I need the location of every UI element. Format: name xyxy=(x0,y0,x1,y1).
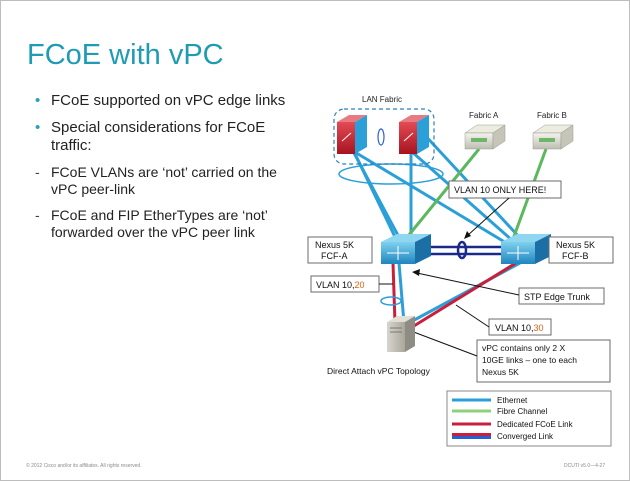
vlan10-only-callout xyxy=(448,180,562,199)
arrowhead-icon xyxy=(412,269,420,276)
fcoe-link xyxy=(391,262,397,324)
nexus-b-label-line2: FCF-B xyxy=(562,251,589,261)
legend-swatch-converged xyxy=(452,436,491,439)
vlan-left-prefix: VLAN 10, xyxy=(316,280,355,290)
lan-switch-icon xyxy=(399,115,429,154)
slide-title: FCoE with vPC xyxy=(27,39,224,71)
lan-switch-arrows xyxy=(341,132,414,142)
vpc-note-line1: vPC contains only 2 X xyxy=(482,343,565,353)
fcoe-links xyxy=(391,261,517,331)
nexus-a-label-line2: FCF-A xyxy=(321,251,348,261)
vpc-note-box xyxy=(476,339,611,383)
topology-caption: Direct Attach vPC Topology xyxy=(327,366,431,376)
callout-arrow xyxy=(416,272,520,296)
bullet-dot-icon: • xyxy=(35,119,41,136)
ethernet-link xyxy=(397,262,406,324)
lan-fabric-box xyxy=(333,108,435,165)
sub-bullet-item: - FCoE and FIP EtherTypes are ‘not’ forw… xyxy=(35,207,305,241)
footer-copyright: © 2012 Cisco and/or its affiliates. All … xyxy=(26,463,142,469)
vlan10-only-text: VLAN 10 ONLY HERE! xyxy=(454,185,546,195)
stp-edge-box xyxy=(518,287,605,305)
vpc-note-line2: 10GE links – one to each xyxy=(482,355,577,365)
dash-icon: - xyxy=(35,164,40,180)
bullet-list: • FCoE supported on vPC edge links • Spe… xyxy=(35,92,305,250)
nexus-b-label-line1: Nexus 5K xyxy=(556,240,595,250)
sub-bullet-item: - FCoE VLANs are ‘not’ carried on the vP… xyxy=(35,164,305,198)
vpc-note-line3: Nexus 5K xyxy=(482,367,519,377)
sub-bullet-text: FCoE VLANs are ‘not’ carried on the vPC … xyxy=(51,164,277,197)
fabric-a-label: Fabric A xyxy=(469,111,499,120)
callout-arrow xyxy=(410,330,478,357)
arrowhead-icon xyxy=(464,231,471,239)
bullet-text: Special considerations for FCoE traffic: xyxy=(51,119,266,154)
nexus-a-label-box xyxy=(307,236,373,264)
footer-slide-id: DCUTI v5.0—4-27 xyxy=(564,463,606,469)
vlan-right-suffix: 30 xyxy=(534,323,544,333)
vlan-right-text: VLAN 10,30 xyxy=(495,323,544,333)
bullet-item: • FCoE supported on vPC edge links xyxy=(35,92,305,110)
fcoe-link xyxy=(408,261,517,331)
vlan-left-suffix: 20 xyxy=(355,280,365,290)
lan-fabric-label: LAN Fabric xyxy=(362,95,402,104)
fabric-b-label: Fabric B xyxy=(537,111,567,120)
server-icon xyxy=(387,316,415,352)
port-channel-ring xyxy=(377,128,385,146)
vpc-peer-link xyxy=(426,240,501,260)
lan-switch-icon xyxy=(337,115,367,154)
fabric-a-switch-icon xyxy=(464,124,506,150)
port-channel-ring xyxy=(338,163,444,185)
vlan-right-prefix: VLAN 10, xyxy=(495,323,534,333)
legend-label: Converged Link xyxy=(497,432,554,441)
legend-label: Ethernet xyxy=(497,396,528,405)
callout-arrow xyxy=(466,197,510,237)
bullet-text: FCoE supported on vPC edge links xyxy=(51,92,286,109)
callout-arrow xyxy=(455,304,490,328)
sub-bullet-text: FCoE and FIP EtherTypes are ‘not’ forwar… xyxy=(51,207,268,240)
legend-label: Fibre Channel xyxy=(497,407,547,416)
bullet-dot-icon: • xyxy=(35,92,41,109)
dash-icon: - xyxy=(35,207,40,223)
fabric-b-switch-icon xyxy=(532,124,574,150)
nexus-a-label-line1: Nexus 5K xyxy=(315,240,354,250)
port-channel-ring xyxy=(380,296,402,306)
bullet-item: • Special considerations for FCoE traffi… xyxy=(35,119,305,155)
legend-swatch-converged xyxy=(452,433,491,436)
nexus-b-label-box xyxy=(548,236,614,264)
vlan-left-text: VLAN 10,20 xyxy=(316,280,365,290)
stp-edge-text: STP Edge Trunk xyxy=(524,292,590,302)
fibre-channel-link xyxy=(402,148,481,242)
nexus-5k-a-icon xyxy=(381,234,431,264)
ethernet-link xyxy=(352,149,509,246)
legend-label: Dedicated FCoE Link xyxy=(497,420,574,429)
nexus-5k-b-icon xyxy=(501,234,551,264)
